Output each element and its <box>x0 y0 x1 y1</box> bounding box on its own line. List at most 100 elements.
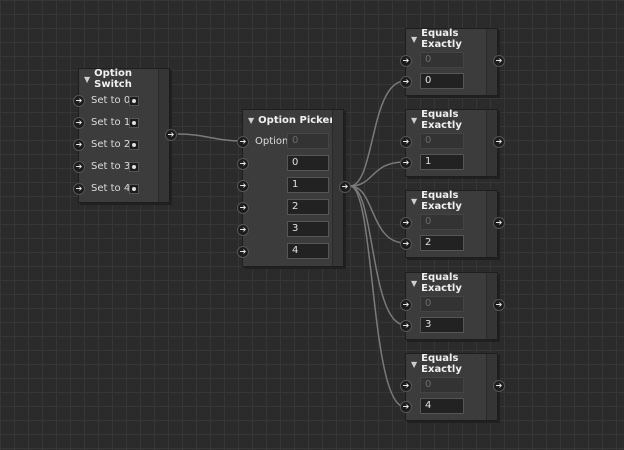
triangle-down-icon[interactable]: ▼ <box>248 115 255 125</box>
arrow-right-icon: ➔ <box>402 218 410 227</box>
node-header[interactable]: ▼ Equals Exactly <box>406 272 497 294</box>
node-header[interactable]: ▼ Option Switch <box>79 68 169 90</box>
input-port[interactable]: ➔ <box>73 95 85 107</box>
input-port[interactable]: ➔ <box>400 380 412 392</box>
list-item: Set to 3 <box>91 161 130 172</box>
equals-b-field[interactable]: 0 <box>420 73 464 89</box>
output-port[interactable]: ➔ <box>165 129 177 141</box>
arrow-right-icon: ➔ <box>402 381 410 390</box>
output-port[interactable]: ➔ <box>493 299 505 311</box>
arrow-right-icon: ➔ <box>402 239 410 248</box>
equals-a-field: 0 <box>420 133 464 149</box>
output-port[interactable]: ➔ <box>493 380 505 392</box>
equals-b-field[interactable]: 3 <box>420 317 464 333</box>
arrow-right-icon: ➔ <box>75 162 83 171</box>
picker-value-field[interactable]: 1 <box>287 177 329 193</box>
arrow-right-icon: ➔ <box>495 218 503 227</box>
input-port[interactable]: ➔ <box>400 217 412 229</box>
switch-checkbox[interactable] <box>129 162 139 172</box>
switch-item-label: Set to 4 <box>91 183 131 194</box>
picker-value-field[interactable]: 3 <box>287 221 329 237</box>
output-port[interactable]: ➔ <box>493 55 505 67</box>
equals-b-field[interactable]: 2 <box>420 235 464 251</box>
equals-exactly-node[interactable]: ▼ Equals Exactly ➔ 0 ➔ 3 ➔ <box>400 272 505 340</box>
equals-a-field: 0 <box>420 377 464 393</box>
dot-icon <box>132 99 136 103</box>
arrow-right-icon: ➔ <box>75 184 83 193</box>
input-port[interactable]: ➔ <box>400 238 412 250</box>
triangle-down-icon[interactable]: ▼ <box>411 34 418 44</box>
triangle-down-icon[interactable]: ▼ <box>411 359 418 369</box>
input-port[interactable]: ➔ <box>237 158 249 170</box>
input-port[interactable]: ➔ <box>400 76 412 88</box>
option-label: Option <box>255 136 289 147</box>
output-port[interactable]: ➔ <box>339 181 351 193</box>
switch-item-label: Set to 3 <box>91 161 131 172</box>
node-rail <box>486 191 497 257</box>
output-port[interactable]: ➔ <box>493 217 505 229</box>
picker-value-field[interactable]: 2 <box>287 199 329 215</box>
equals-exactly-node[interactable]: ▼ Equals Exactly ➔ 0 ➔ 1 ➔ <box>400 109 505 177</box>
arrow-right-icon: ➔ <box>239 225 247 234</box>
triangle-down-icon[interactable]: ▼ <box>411 196 418 206</box>
triangle-down-icon[interactable]: ▼ <box>84 74 91 84</box>
switch-checkbox[interactable] <box>129 118 139 128</box>
arrow-right-icon: ➔ <box>495 56 503 65</box>
input-port[interactable]: ➔ <box>400 401 412 413</box>
arrow-right-icon: ➔ <box>75 118 83 127</box>
node-header[interactable]: ▼ Option Picker <box>243 110 343 130</box>
arrow-right-icon: ➔ <box>402 56 410 65</box>
equals-exactly-node[interactable]: ▼ Equals Exactly ➔ 0 ➔ 4 ➔ <box>400 353 505 421</box>
arrow-right-icon: ➔ <box>239 137 247 146</box>
picker-value-field[interactable]: 0 <box>287 155 329 171</box>
arrow-right-icon: ➔ <box>495 300 503 309</box>
input-port[interactable]: ➔ <box>73 117 85 129</box>
node-rail <box>158 69 169 202</box>
input-port[interactable]: ➔ <box>237 180 249 192</box>
option-switch-node[interactable]: ▼ Option Switch ➔ Set to 0 ➔ Set to 1 ➔ … <box>73 68 177 203</box>
input-port[interactable]: ➔ <box>400 136 412 148</box>
node-header[interactable]: ▼ Equals Exactly <box>406 353 497 375</box>
arrow-right-icon: ➔ <box>341 182 349 191</box>
switch-checkbox[interactable] <box>129 184 139 194</box>
node-header[interactable]: ▼ Equals Exactly <box>406 190 497 212</box>
input-port[interactable]: ➔ <box>237 224 249 236</box>
arrow-right-icon: ➔ <box>239 203 247 212</box>
node-title: Equals Exactly <box>421 353 462 375</box>
wire-switch-to-picker <box>177 133 243 142</box>
equals-b-field[interactable]: 1 <box>420 154 464 170</box>
picker-value-field[interactable]: 4 <box>287 243 329 259</box>
switch-checkbox[interactable] <box>129 96 139 106</box>
wire-picker-to-equals-2 <box>349 161 406 187</box>
arrow-right-icon: ➔ <box>402 300 410 309</box>
input-port[interactable]: ➔ <box>237 246 249 258</box>
triangle-down-icon[interactable]: ▼ <box>411 278 418 288</box>
arrow-right-icon: ➔ <box>495 381 503 390</box>
input-port[interactable]: ➔ <box>73 139 85 151</box>
equals-exactly-node[interactable]: ▼ Equals Exactly ➔ 0 ➔ 2 ➔ <box>400 190 505 258</box>
option-picker-node[interactable]: ▼ Option Picker ➔ Option 0 ➔ 0 ➔ 1 ➔ 2 ➔… <box>237 109 351 267</box>
equals-exactly-node[interactable]: ▼ Equals Exactly ➔ 0 ➔ 0 ➔ <box>400 28 505 96</box>
output-port[interactable]: ➔ <box>493 136 505 148</box>
input-port[interactable]: ➔ <box>237 202 249 214</box>
input-port[interactable]: ➔ <box>400 299 412 311</box>
triangle-down-icon[interactable]: ▼ <box>411 115 418 125</box>
option-row: Option <box>255 136 288 147</box>
input-port[interactable]: ➔ <box>400 320 412 332</box>
input-port[interactable]: ➔ <box>400 55 412 67</box>
equals-a-field: 0 <box>420 296 464 312</box>
switch-checkbox[interactable] <box>129 140 139 150</box>
node-header[interactable]: ▼ Equals Exactly <box>406 109 497 131</box>
input-port[interactable]: ➔ <box>73 161 85 173</box>
arrow-right-icon: ➔ <box>402 77 410 86</box>
input-port[interactable]: ➔ <box>237 136 249 148</box>
input-port[interactable]: ➔ <box>73 183 85 195</box>
input-port[interactable]: ➔ <box>400 157 412 169</box>
equals-b-field[interactable]: 4 <box>420 398 464 414</box>
node-title: Equals Exactly <box>421 272 462 294</box>
switch-item-label: Set to 0 <box>91 95 131 106</box>
arrow-right-icon: ➔ <box>75 96 83 105</box>
arrow-right-icon: ➔ <box>402 137 410 146</box>
arrow-right-icon: ➔ <box>239 159 247 168</box>
node-header[interactable]: ▼ Equals Exactly <box>406 28 497 50</box>
